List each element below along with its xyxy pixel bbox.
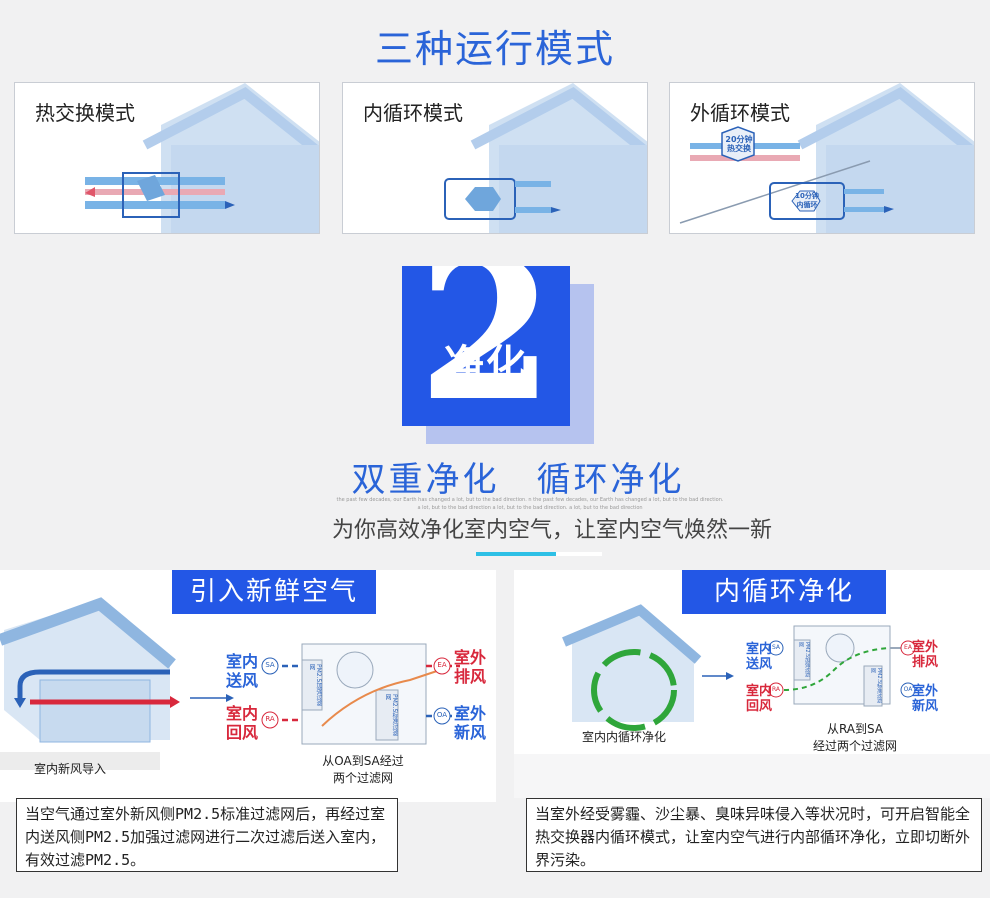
label-line: 室外 — [454, 704, 487, 723]
oa-code: OA — [436, 711, 448, 719]
label-line: 送风 — [746, 657, 773, 672]
section-badge: 2 净化 — [402, 266, 570, 426]
internal-cycle-caption: 室内内循环净化 — [582, 730, 667, 744]
subline: 为你高效净化室内空气，让室内空气焕然一新 — [331, 518, 772, 543]
label-indoor-return: 室内回风 — [746, 684, 772, 714]
label-line: 回风 — [226, 723, 259, 742]
note-line: 从OA到SA经过 — [322, 754, 404, 768]
heat-exchange-tag: 20分钟 热交换 — [724, 135, 754, 153]
internal-cycle-title: 内循环净化 — [682, 570, 886, 614]
panel-gap — [514, 754, 990, 798]
label-line: 室外 — [912, 684, 939, 699]
label-line: 送风 — [226, 671, 259, 690]
external-cycle-illustration — [679, 83, 974, 233]
label-indoor-supply: 室内送风 — [226, 652, 258, 690]
ea-code: EA — [437, 661, 447, 669]
internal-cycle-illustration — [444, 83, 647, 233]
fineprint-line: a lot, but to the bad direction a lot, b… — [417, 505, 643, 511]
divider-accent — [476, 552, 556, 556]
mode-label: 热交换模式 — [35, 101, 135, 125]
filter-label-standard: PM2.5标准过滤网 — [870, 668, 882, 704]
heat-exchange-illustration — [85, 83, 319, 233]
fresh-air-illustration — [0, 597, 460, 770]
page-title: 三种运行模式 — [374, 27, 615, 71]
label-line: 排风 — [454, 667, 487, 686]
mode-card-internal-cycle: 内循环模式 — [342, 82, 648, 234]
ea-code: EA — [904, 644, 912, 651]
label-line: 回风 — [746, 699, 773, 714]
divider-rest — [556, 552, 602, 556]
note-line: 经过两个过滤网 — [812, 739, 897, 753]
mode-label: 内循环模式 — [363, 101, 463, 125]
headline: 双重净化 循环净化 — [351, 460, 685, 500]
label-outdoor-exhaust: 室外排风 — [454, 648, 486, 686]
label-line: 室内 — [226, 704, 259, 723]
tag-line: 10分钟 — [795, 192, 819, 200]
note-line: 从RA到SA — [826, 722, 884, 736]
sa-code: SA — [265, 661, 275, 669]
filter-label-strong: PM2.5加强过滤网 — [308, 664, 322, 707]
label-line: 新风 — [912, 699, 939, 714]
note-line: 两个过滤网 — [332, 771, 393, 785]
ra-code: RA — [265, 715, 275, 723]
label-outdoor-fresh: 室外新风 — [912, 684, 938, 714]
mode-card-external-cycle: 外循环模式 20分钟 热交换 10分钟 内循环 — [669, 82, 975, 234]
label-line: 新风 — [454, 723, 487, 742]
fresh-air-description: 当空气通过室外新风侧PM2.5标准过滤网后，再经过室内送风侧PM2.5加强过滤网… — [16, 798, 398, 872]
filter-label-standard: PM2.5标准过滤网 — [384, 694, 398, 737]
mode-label: 外循环模式 — [690, 101, 790, 125]
label-line: 排风 — [912, 655, 939, 670]
sa-code: SA — [771, 644, 781, 651]
tag-line: 内循环 — [796, 201, 818, 209]
label-line: 室外 — [454, 648, 487, 667]
fresh-air-note: 从OA到SA经过两个过滤网 — [310, 752, 416, 786]
label-line: 室内 — [746, 642, 773, 657]
oa-code: OA — [903, 686, 913, 693]
filter-label-strong: PM2.5加强过滤网 — [798, 642, 810, 678]
label-line: 室内 — [226, 652, 259, 671]
internal-cycle-tag: 10分钟 内循环 — [792, 192, 822, 210]
label-indoor-return: 室内回风 — [226, 704, 258, 742]
badge-number: 2 — [417, 266, 555, 426]
fineprint-line: the past few decades, our Earth has chan… — [336, 497, 724, 503]
label-outdoor-exhaust: 室外排风 — [912, 640, 938, 670]
label-indoor-supply: 室内送风 — [746, 642, 772, 672]
tag-line: 20分钟 — [725, 135, 753, 144]
mode-card-heat-exchange: 热交换模式 — [14, 82, 320, 234]
tag-line: 热交换 — [727, 144, 751, 153]
fresh-air-caption: 室内新风导入 — [34, 762, 107, 776]
fresh-air-title: 引入新鲜空气 — [172, 570, 376, 614]
badge-word: 净化 — [444, 342, 528, 388]
internal-cycle-description: 当室外经受雾霾、沙尘暴、臭味异味侵入等状况时，可开启智能全热交换器内循环模式，让… — [526, 798, 982, 872]
label-line: 室外 — [912, 640, 939, 655]
label-outdoor-fresh: 室外新风 — [454, 704, 486, 742]
internal-cycle-illustration — [562, 604, 916, 731]
label-line: 室内 — [746, 684, 773, 699]
ra-code: RA — [771, 686, 781, 693]
internal-cycle-note: 从RA到SA 经过两个过滤网 — [800, 720, 910, 754]
